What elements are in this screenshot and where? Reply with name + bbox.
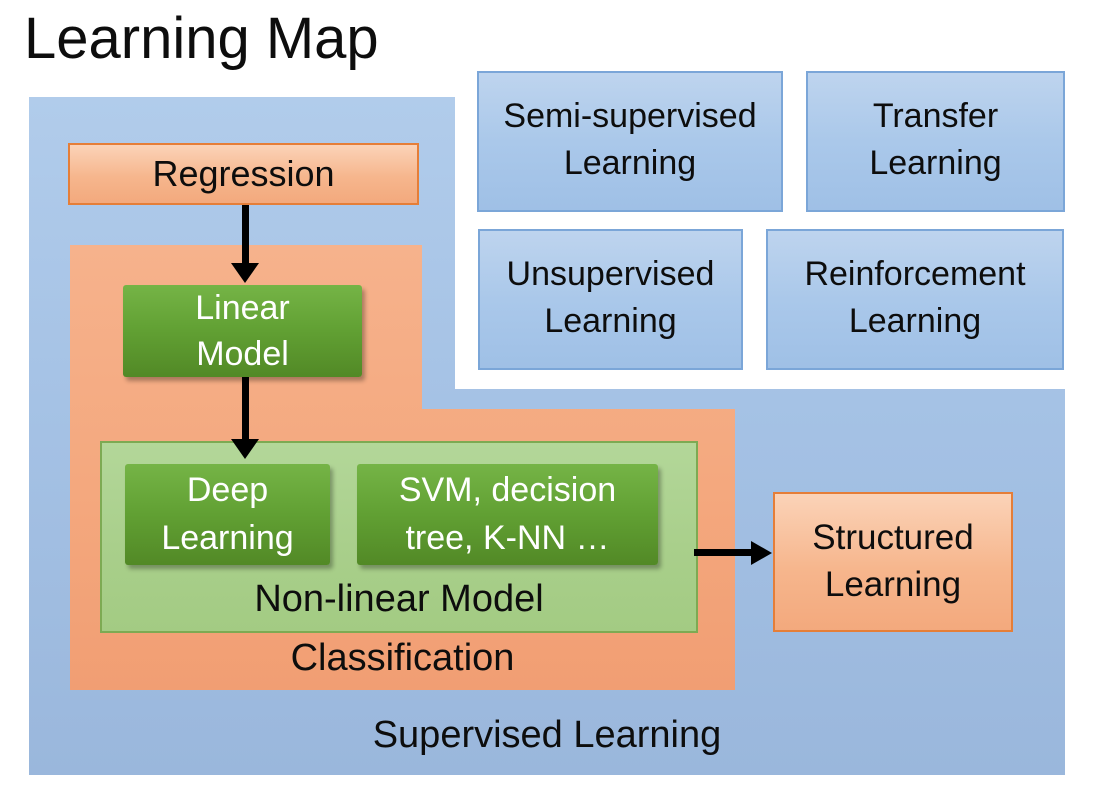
- arrow-regression-to-linear-shaft: [242, 203, 249, 264]
- arrow-down-icon: [231, 263, 259, 283]
- node-deep-learning: Deep Learning: [125, 464, 330, 565]
- classification-label: Classification: [290, 637, 515, 679]
- supervised-learning-label: Supervised Learning: [372, 714, 722, 756]
- arrow-svm-to-structured-shaft: [694, 549, 752, 556]
- nonlinear-model-label: Non-linear Model: [254, 578, 544, 620]
- node-linear-model: Linear Model: [123, 285, 362, 377]
- node-unsupervised-learning: Unsupervised Learning: [478, 229, 743, 370]
- arrow-down-icon: [231, 439, 259, 459]
- arrow-linear-to-deep-shaft: [242, 375, 249, 439]
- arrow-right-icon: [751, 541, 772, 565]
- node-regression: Regression: [68, 143, 419, 205]
- node-structured-learning: Structured Learning: [773, 492, 1013, 632]
- node-svm-decision-tree-knn: SVM, decision tree, K-NN …: [357, 464, 658, 565]
- node-transfer-learning: Transfer Learning: [806, 71, 1065, 212]
- node-reinforcement-learning: Reinforcement Learning: [766, 229, 1064, 370]
- page-title: Learning Map: [24, 6, 379, 71]
- node-semi-supervised-learning: Semi-supervised Learning: [477, 71, 783, 212]
